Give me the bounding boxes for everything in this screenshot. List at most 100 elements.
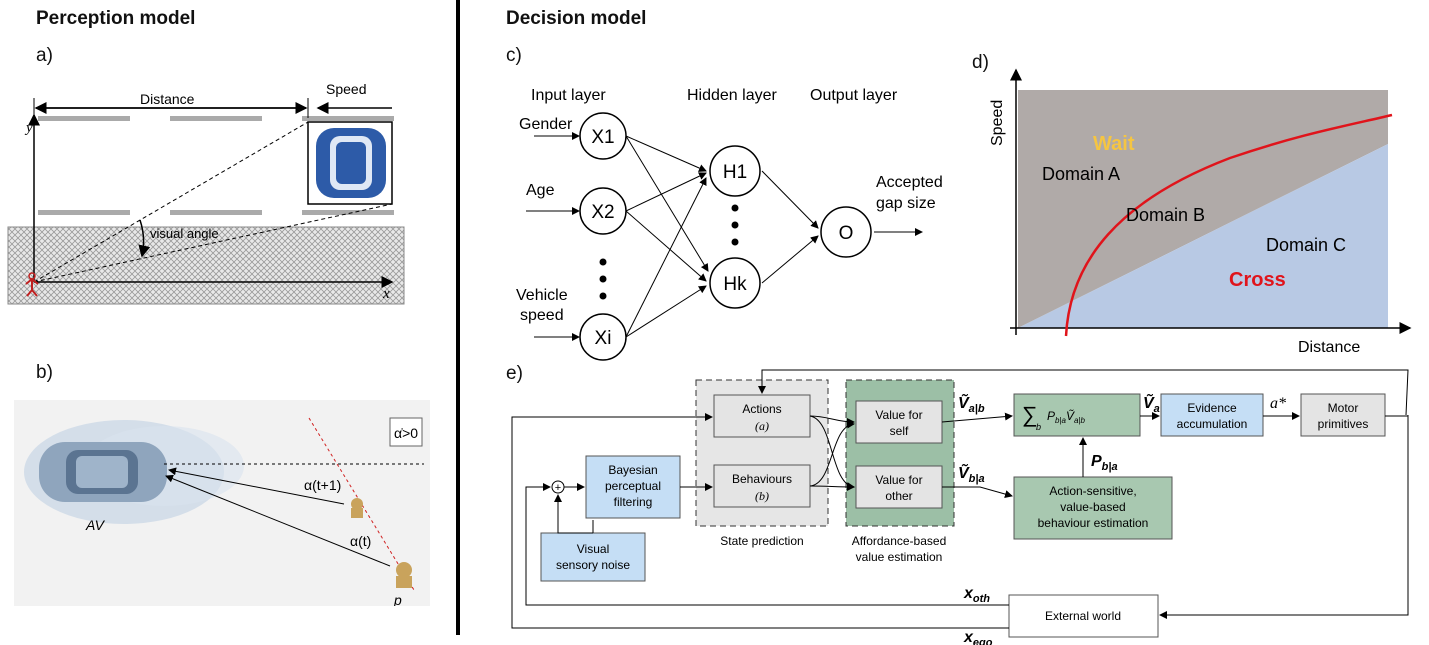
node-xi — [579, 313, 627, 361]
panel-divider — [456, 0, 460, 635]
value-self-line1: Value for — [875, 408, 922, 422]
state-prediction-label: State prediction — [720, 534, 803, 548]
svg-text:b: b — [1036, 422, 1041, 432]
upper-region-wait — [1018, 90, 1388, 328]
behaviours-sub: (b) — [755, 489, 769, 503]
alpha-next-label: α(t+1) — [304, 477, 341, 493]
visual-angle-label: visual angle — [150, 226, 219, 241]
speed-label: Speed — [326, 81, 366, 97]
external-world-label: External world — [1045, 609, 1121, 623]
x-oth-symbol: xoth — [963, 585, 990, 605]
noise-line2: sensory noise — [556, 558, 630, 572]
y-axis-label: y — [24, 120, 33, 136]
motor-box — [1300, 393, 1386, 437]
noise-line1: Visual — [577, 542, 609, 556]
motor-line1: Motor — [1328, 401, 1359, 415]
panel-e-label: e) — [506, 363, 523, 384]
v-ab-symbol: Ṽa|b — [958, 392, 985, 415]
lower-region-cross — [1018, 144, 1388, 328]
node-o — [820, 206, 872, 258]
evidence-box — [1160, 393, 1264, 437]
node-x2 — [579, 187, 627, 235]
panel-d-label: d) — [972, 52, 989, 73]
pedestrian-label: p — [393, 592, 402, 606]
behaviours-box — [713, 464, 811, 508]
behaviour-est-line3: behaviour estimation — [1038, 516, 1149, 530]
v-ba-symbol: Ṽb|a — [958, 462, 985, 485]
value-self-line2: self — [890, 424, 909, 438]
node-h1 — [709, 145, 761, 197]
sum-expression: ∑ b Pb|aṼa|b — [1022, 402, 1086, 432]
bayes-box — [585, 455, 681, 519]
sum-box — [1013, 393, 1141, 437]
input-vehicle: Vehicle — [516, 287, 568, 304]
behaviour-est-line1: Action-sensitive, — [1049, 484, 1136, 498]
node-xi-label: Xi — [595, 328, 612, 349]
domain-c-label: Domain C — [1266, 235, 1346, 255]
input-age: Age — [526, 182, 555, 199]
v-a-symbol: Ṽa — [1143, 392, 1160, 415]
domain-b-label: Domain B — [1126, 205, 1205, 225]
evidence-line2: accumulation — [1177, 417, 1248, 431]
distance-label: Distance — [140, 91, 195, 107]
network-edges — [625, 135, 923, 338]
x-ego-symbol: xego — [963, 629, 993, 645]
actions-box — [713, 394, 811, 438]
panel-c-label: c) — [506, 45, 522, 66]
evidence-line1: Evidence — [1187, 401, 1237, 415]
value-other-line2: other — [885, 489, 912, 503]
affordance-line2: value estimation — [856, 550, 943, 564]
node-x1-label: X1 — [591, 127, 614, 148]
decision-title: Decision model — [506, 8, 647, 29]
sum-junction-label: + — [555, 482, 561, 494]
ellipsis-dots — [599, 204, 739, 300]
bayes-line2: perceptual — [605, 479, 661, 493]
wait-label: Wait — [1093, 133, 1135, 155]
output-label-1: Accepted — [876, 174, 943, 191]
p-ba-symbol: Pb|a — [1091, 453, 1118, 473]
node-o-label: O — [839, 223, 854, 244]
node-x2-label: X2 — [591, 202, 614, 223]
behaviours-label: Behaviours — [732, 472, 792, 486]
input-speed: speed — [520, 307, 564, 324]
panel-a-diagram: y x Distance Speed visual angle — [7, 81, 405, 305]
behaviour-est-line2: value-based — [1060, 500, 1125, 514]
noise-box — [540, 532, 646, 582]
actions-sub: (a) — [755, 419, 769, 433]
panel-d-plot: Speed Distance Wait Domain A Domain B Do… — [989, 68, 1412, 356]
panel-b-label: b) — [36, 362, 53, 383]
panel-c-network: Input layer Hidden layer Output layer Ge… — [516, 87, 943, 361]
affordance-line1: Affordance-based — [852, 534, 947, 548]
d-x-label: Distance — [1298, 339, 1360, 356]
input-gender: Gender — [519, 116, 573, 133]
x-axis-label: x — [382, 286, 390, 302]
input-layer-label: Input layer — [531, 87, 606, 104]
value-other-box — [855, 465, 943, 509]
av-vehicle-icon — [24, 420, 244, 524]
sidewalk-area — [7, 226, 405, 305]
alpha-dot-condition: α̇>0 — [394, 425, 418, 441]
a-star-symbol: a* — [1270, 395, 1286, 412]
svg-text:Pb|aṼa|b: Pb|aṼa|b — [1047, 409, 1086, 425]
node-hk — [709, 257, 761, 309]
alpha-now-label: α(t) — [350, 533, 371, 549]
panel-b-diagram: AV α̇>0 α(t+1) α(t) p — [14, 400, 430, 606]
external-world-box — [1008, 594, 1159, 638]
svg-text:∑: ∑ — [1022, 402, 1038, 427]
node-h1-label: H1 — [723, 162, 747, 183]
pedestrian-icon — [25, 272, 39, 297]
vehicle-top-view — [307, 121, 393, 205]
boundary-curve — [1064, 113, 1393, 337]
hidden-layer-label: Hidden layer — [687, 87, 778, 104]
motor-line2: primitives — [1318, 417, 1369, 431]
panel-e-diagram: + Actions (a) Behaviours (b) Value for s… — [511, 369, 1409, 645]
value-self-box — [855, 400, 943, 444]
output-layer-label: Output layer — [810, 87, 898, 104]
node-hk-label: Hk — [723, 274, 747, 295]
actions-label: Actions — [742, 402, 781, 416]
perception-title: Perception model — [36, 8, 196, 29]
d-y-label: Speed — [989, 100, 1006, 146]
panel-a-label: a) — [36, 45, 53, 66]
bayes-line3: filtering — [614, 495, 653, 509]
pedestrian-figure-icon — [351, 498, 412, 588]
